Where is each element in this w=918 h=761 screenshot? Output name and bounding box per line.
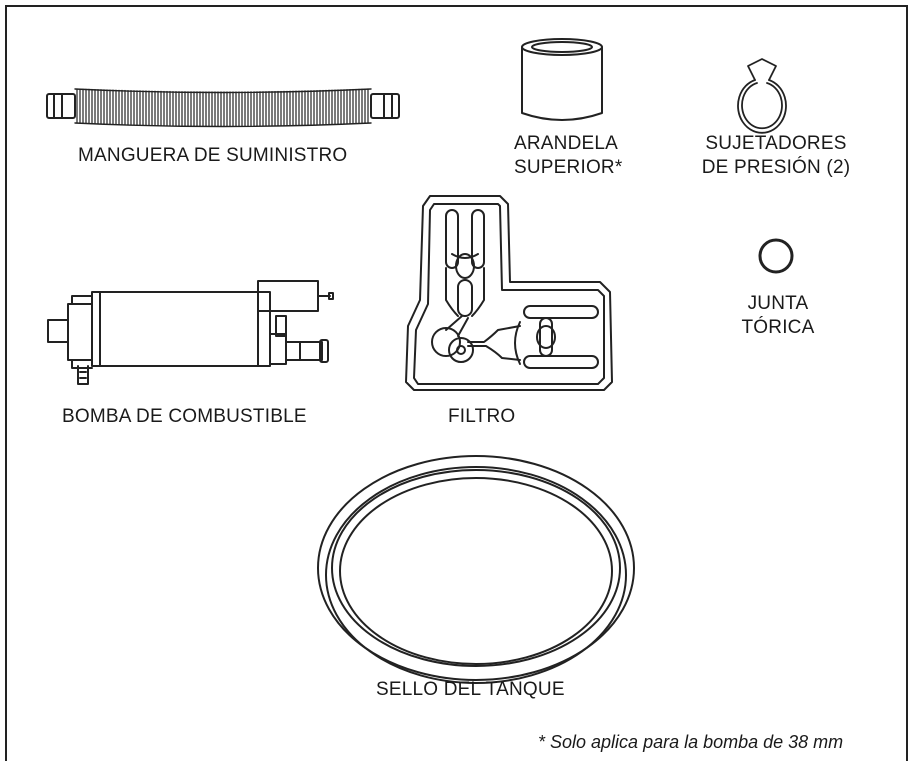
pump-label: BOMBA DE COMBUSTIBLE (62, 406, 307, 427)
clips-label-line2: DE PRESIÓN (2) (701, 157, 851, 178)
washer-label: ARANDELA SUPERIOR* (514, 132, 623, 180)
filter-drawing (405, 195, 613, 391)
o-ring-label-line2: TÓRICA (741, 317, 815, 338)
tank-seal-drawing (317, 455, 635, 684)
supply-hose-drawing (46, 88, 400, 128)
pressure-clip-drawing (737, 58, 787, 134)
diagram-frame (5, 5, 908, 761)
clips-label: SUJETADORES DE PRESIÓN (2) (696, 132, 856, 180)
seal-label: SELLO DEL TANQUE (376, 679, 565, 700)
hose-label: MANGUERA DE SUMINISTRO (78, 145, 348, 166)
washer-label-line1: ARANDELA (514, 133, 619, 154)
top-washer-drawing (521, 38, 603, 121)
filter-label: FILTRO (448, 406, 516, 427)
fuel-pump-drawing (47, 280, 334, 385)
o-ring-label-line1: JUNTA (747, 293, 809, 314)
o-ring-drawing (758, 238, 794, 274)
footnote: * Solo aplica para la bomba de 38 mm (538, 732, 844, 752)
washer-label-line2: SUPERIOR* (514, 157, 623, 178)
clips-label-line1: SUJETADORES (705, 133, 847, 154)
o-ring-label: JUNTA TÓRICA (718, 292, 838, 340)
